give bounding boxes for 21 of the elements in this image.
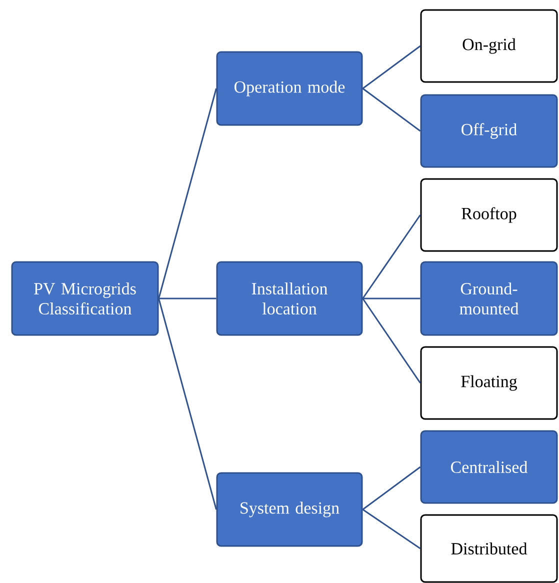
connector-line bbox=[362, 298, 420, 300]
connector-line bbox=[362, 214, 421, 299]
connector-line bbox=[362, 466, 421, 510]
connector-line bbox=[362, 45, 421, 90]
category-box: System design bbox=[216, 472, 363, 547]
category-box: On-grid bbox=[420, 9, 558, 83]
connector-line bbox=[158, 298, 216, 300]
category-box: Centralised bbox=[420, 430, 558, 504]
category-box: Floating bbox=[420, 346, 558, 420]
category-box: PV Microgrids Classification bbox=[11, 261, 159, 336]
connector-line bbox=[158, 298, 217, 510]
connector-line bbox=[362, 508, 421, 550]
category-box: Off-grid bbox=[420, 94, 558, 168]
connector-line bbox=[362, 88, 421, 132]
category-box: Rooftop bbox=[420, 178, 558, 252]
connector-line bbox=[362, 298, 421, 384]
category-box: Installation location bbox=[216, 261, 363, 336]
category-box: Ground-mounted bbox=[420, 261, 558, 336]
category-box: Operation mode bbox=[216, 51, 363, 126]
category-box: Distributed bbox=[420, 514, 558, 583]
connector-line bbox=[158, 88, 217, 299]
